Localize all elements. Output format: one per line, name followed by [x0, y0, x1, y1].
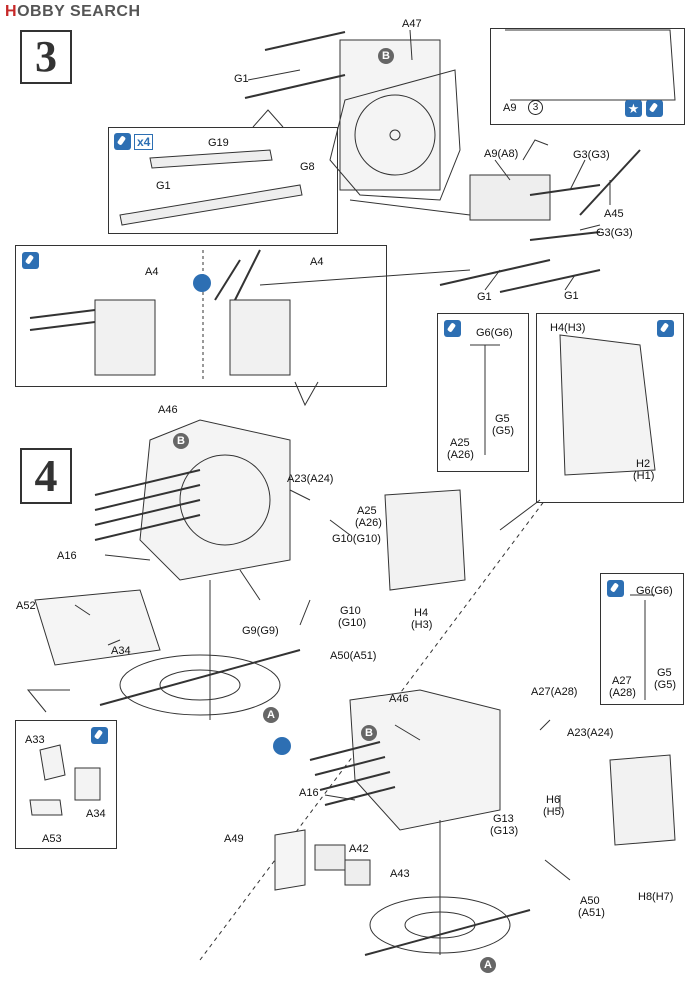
label-a34: A34	[111, 645, 131, 657]
label-a46: A46	[389, 693, 409, 705]
label-a52: A52	[16, 600, 36, 612]
label-a28: (A28)	[609, 687, 636, 699]
step-4-h4-callout	[536, 313, 684, 503]
label-g3-mid: G3(G3)	[596, 227, 633, 239]
rotate-view-icon	[273, 737, 291, 755]
label-h5: (H5)	[543, 806, 565, 818]
step-3-number: 3	[20, 30, 72, 84]
step-3-kit-callout	[108, 127, 338, 234]
label-a50: A50	[580, 895, 600, 907]
label-a43: A43	[390, 868, 410, 880]
label-g1-right: G1	[564, 290, 579, 302]
label-h6: H6	[546, 794, 561, 806]
marker-b: B	[361, 725, 377, 741]
step-3-compare-callout	[15, 245, 387, 387]
label-g1: G1	[234, 73, 249, 85]
label-h8-h7: H8(H7)	[638, 891, 674, 903]
glue-icon	[114, 133, 131, 150]
label-a42: A42	[349, 843, 369, 855]
label-g1-left: G1	[477, 291, 492, 303]
glue-icon	[22, 252, 39, 269]
quantity-badge: x4	[134, 134, 154, 150]
label-a50-a51: A50(A51)	[330, 650, 377, 662]
label-h1: (H1)	[633, 470, 655, 482]
rotate-view-icon	[193, 274, 211, 292]
label-a9-a8: A9(A8)	[484, 148, 519, 160]
label-a4-right: A4	[310, 256, 324, 268]
label-a51: (A51)	[578, 907, 605, 919]
label-g6: G6(G6)	[476, 327, 513, 339]
label-a23-a24: A23(A24)	[287, 473, 334, 485]
label-a47: A47	[402, 18, 422, 30]
label-h2: H2	[636, 458, 651, 470]
marker-b: B	[378, 48, 394, 64]
label-a49: A49	[224, 833, 244, 845]
reference-circle: 3	[528, 100, 543, 115]
step-3-detail-callout	[490, 28, 685, 125]
label-a46: A46	[158, 404, 178, 416]
label-h4: H4	[414, 607, 429, 619]
step-4-number: 4	[20, 448, 72, 504]
label-a25: A25	[450, 437, 470, 449]
marker-a: A	[263, 707, 279, 723]
label-a45: A45	[604, 208, 624, 220]
label-g3-top: G3(G3)	[573, 149, 610, 161]
label-a34: A34	[86, 808, 106, 820]
label-a25: A25	[357, 505, 377, 517]
label-g10-g10: G10(G10)	[332, 533, 381, 545]
label-g5-alt: (G5)	[492, 425, 514, 437]
hobby-search-watermark: HOBBY SEARCH	[5, 3, 141, 20]
glue-icon	[657, 320, 674, 337]
label-g19: G19	[208, 137, 229, 149]
label-a26: (A26)	[447, 449, 474, 461]
label-a23-a24: A23(A24)	[567, 727, 614, 739]
step-4-g6-alt-callout	[600, 573, 684, 705]
label-h3: (H3)	[411, 619, 433, 631]
label-a16: A16	[57, 550, 77, 562]
glue-icon	[444, 320, 461, 337]
label-g5: G5	[657, 667, 672, 679]
glue-icon	[91, 727, 108, 744]
step-4-a33-callout	[15, 720, 117, 849]
label-a4-left: A4	[145, 266, 159, 278]
glue-icon	[607, 580, 624, 597]
label-g8: G8	[300, 161, 315, 173]
label-a27: A27	[612, 675, 632, 687]
label-a27-a28: A27(A28)	[531, 686, 578, 698]
star-icon: ★	[625, 100, 642, 117]
label-g13: G13	[493, 813, 514, 825]
label-a16: A16	[299, 787, 319, 799]
label-g6: G6(G6)	[636, 585, 673, 597]
marker-b: B	[173, 433, 189, 449]
step-4-g6-callout	[437, 313, 529, 472]
label-g1-callout: G1	[156, 180, 171, 192]
label-g5: G5	[495, 413, 510, 425]
label-g9-g9: G9(G9)	[242, 625, 279, 637]
label-g5-alt: (G5)	[654, 679, 676, 691]
label-g13-alt: (G13)	[490, 825, 519, 837]
label-a26: (A26)	[355, 517, 382, 529]
label-a9: A9	[503, 102, 517, 114]
label-g10-alt: (G10)	[338, 617, 367, 629]
glue-icon	[646, 100, 663, 117]
label-a53: A53	[42, 833, 62, 845]
label-h4-h3: H4(H3)	[550, 322, 586, 334]
label-a33: A33	[25, 734, 45, 746]
marker-a: A	[480, 957, 496, 973]
label-g10: G10	[340, 605, 361, 617]
